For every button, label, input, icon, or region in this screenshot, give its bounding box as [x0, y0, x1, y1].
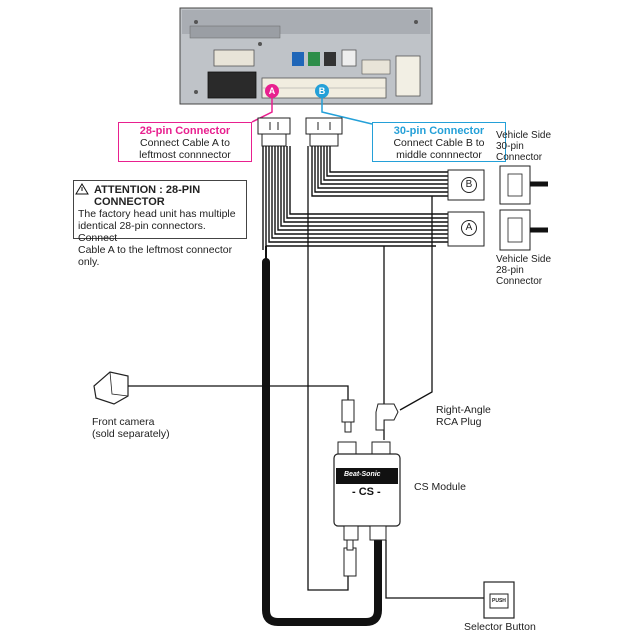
- harness-plug-a: [257, 117, 291, 147]
- selector-push-label: PUSH: [492, 598, 506, 604]
- cs-module-name: - CS -: [352, 486, 381, 498]
- selector-button-label: Selector Button: [464, 621, 536, 633]
- main-cable: [262, 258, 382, 626]
- vehicle-side-30pin-line1: Vehicle Side: [496, 130, 552, 141]
- selector-cable: [385, 540, 484, 599]
- vehicle-side-30pin-label: Vehicle Side 30-pin Connector: [496, 130, 551, 163]
- attention-line2: identical 28-pin connectors. Connect: [78, 220, 206, 244]
- connector-a-line2: leftmost connnector: [139, 149, 231, 161]
- front-camera-line1: Front camera: [92, 416, 155, 428]
- camera-cable: [128, 385, 349, 400]
- selector-button: [483, 581, 515, 619]
- rca-plug-line2: RCA Plug: [436, 416, 482, 428]
- attention-line3: Cable A to the leftmost connector only.: [78, 244, 233, 268]
- connector-b-line1: Connect Cable B to: [393, 137, 485, 149]
- cs-output-rca: [343, 539, 357, 577]
- connector-a-tag: A: [265, 84, 279, 98]
- head-unit: [179, 7, 433, 105]
- vehicle-side-30pin-plug: [447, 165, 548, 205]
- attention-box: ATTENTION : 28-PIN CONNECTOR The factory…: [73, 180, 247, 268]
- connector-b-line2: middle connnector: [396, 149, 482, 161]
- vehicle-side-30pin-marker: B: [461, 177, 477, 193]
- camera-rca-plug: [341, 399, 355, 433]
- warning-icon: [75, 183, 89, 195]
- wire-bundle-b: [311, 146, 448, 197]
- vehicle-side-30pin-line3: Connector: [496, 152, 543, 163]
- rca-plug-line1: Right-Angle: [436, 404, 491, 416]
- connector-a-title: 28-pin Connector: [139, 125, 231, 137]
- vehicle-side-28pin-line1: Vehicle Side: [496, 254, 552, 265]
- connector-b-box: 30-pin Connector Connect Cable B to midd…: [372, 122, 506, 162]
- head-unit-screw-holes: [194, 20, 418, 94]
- vehicle-side-28pin-line2: 28-pin: [496, 265, 524, 276]
- connector-b-title: 30-pin Connector: [393, 125, 485, 137]
- vehicle-side-28pin-line3: Connector: [496, 276, 543, 287]
- rca-plug-label: Right-Angle RCA Plug: [436, 404, 491, 428]
- connector-b-leader: [321, 94, 373, 125]
- cs-module-brand: Beat-Sonic: [344, 471, 381, 478]
- front-camera-line2: (sold separately): [92, 428, 170, 440]
- cs-module-label: CS Module: [414, 481, 466, 493]
- connector-a-line1: Connect Cable A to: [140, 137, 230, 149]
- connector-a-box: 28-pin Connector Connect Cable A to left…: [118, 122, 252, 162]
- attention-title: ATTENTION : 28-PIN CONNECTOR: [94, 184, 201, 208]
- vehicle-side-30pin-line2: 30-pin: [496, 141, 524, 152]
- front-camera-label: Front camera (sold separately): [92, 416, 170, 440]
- harness-plug-b: [305, 117, 343, 147]
- attention-line1: The factory head unit has multiple: [78, 208, 236, 220]
- right-angle-rca-plug: [375, 403, 399, 431]
- cs-module-body: [333, 441, 401, 541]
- connector-b-tag: B: [315, 84, 329, 98]
- vehicle-side-28pin-label: Vehicle Side 28-pin Connector: [496, 254, 551, 287]
- vehicle-side-28pin-marker: A: [461, 220, 477, 236]
- harness-lead-right: [399, 196, 433, 411]
- front-camera: [93, 371, 129, 405]
